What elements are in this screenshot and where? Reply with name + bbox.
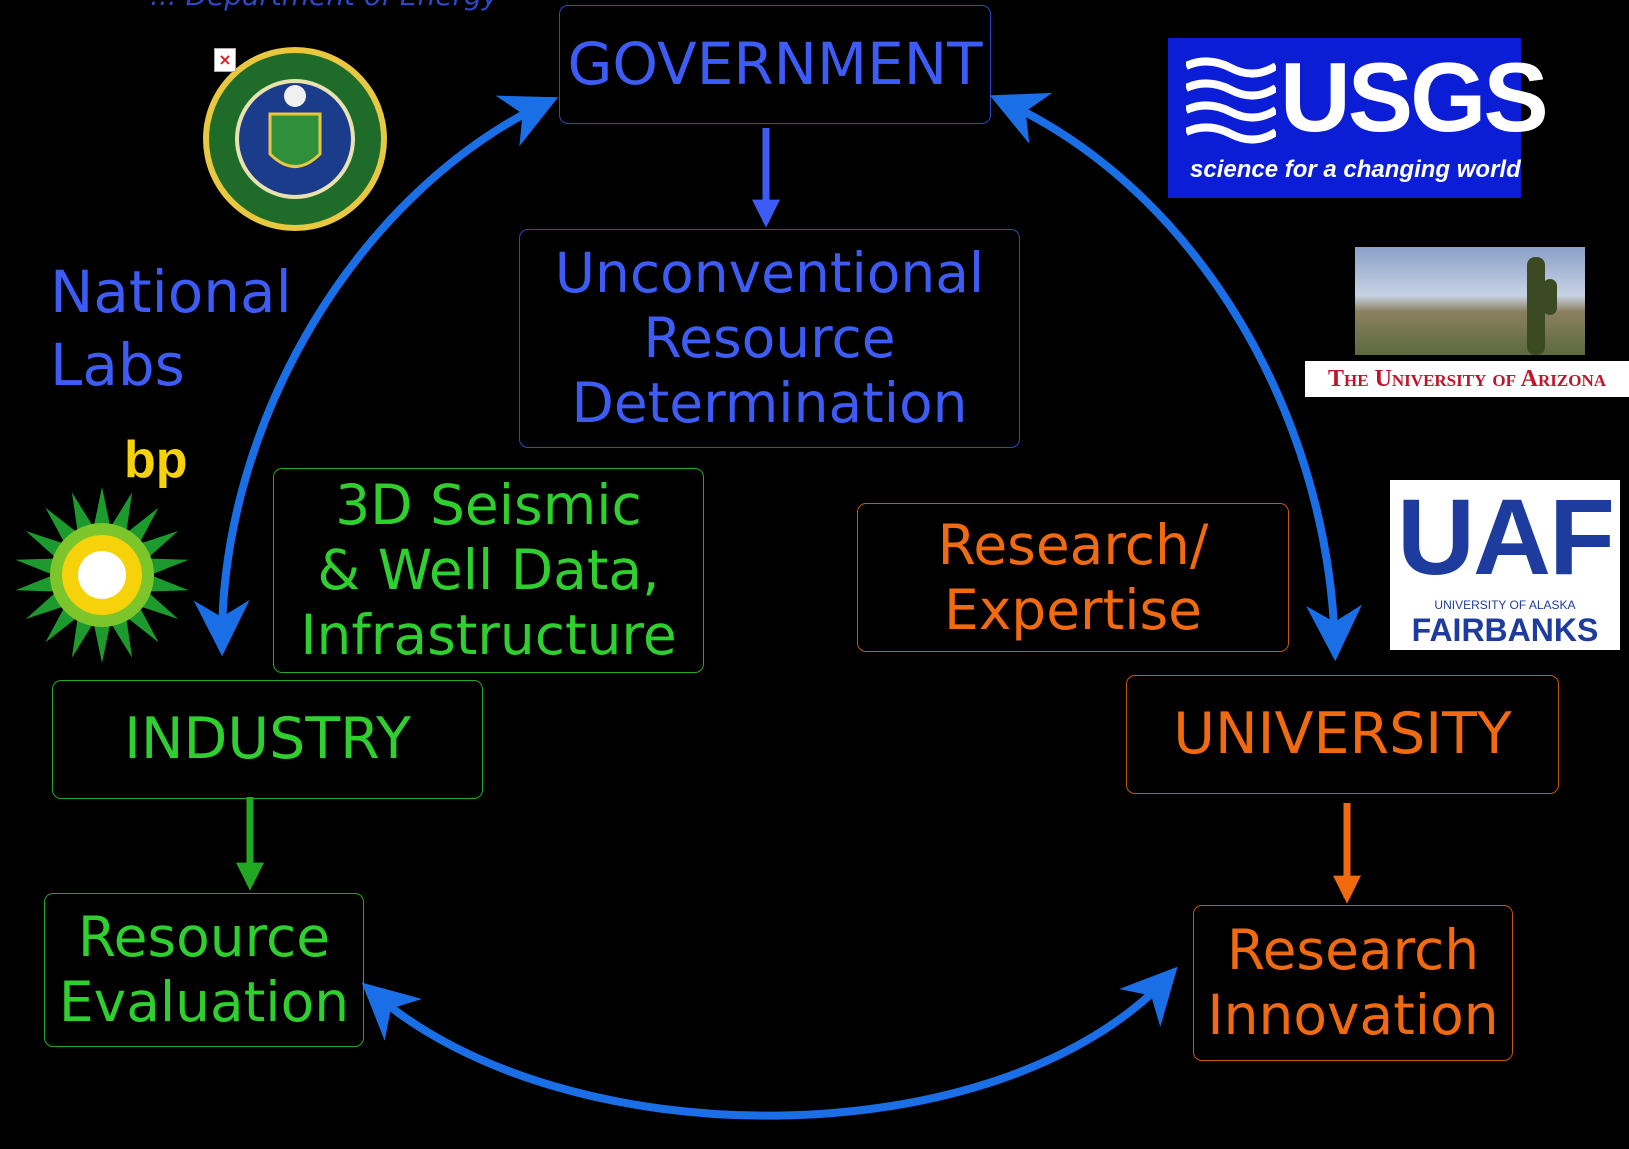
government-output-box: Unconventional Resource Determination (519, 229, 1020, 448)
doe-seal-icon (203, 47, 387, 231)
industry-input-label: 3D Seismic & Well Data, Infrastructure (300, 473, 677, 667)
saguaro-cactus-icon (1527, 257, 1545, 355)
usgs-logo: USGS science for a changing world (1168, 38, 1549, 198)
arizona-wordmark: The University of Arizona (1305, 361, 1629, 397)
uaf-fairbanks: FAIRBANKS (1411, 612, 1599, 648)
industry-output-label: Resource Evaluation (58, 905, 350, 1034)
industry-output-box: Resource Evaluation (44, 893, 364, 1047)
government-box: GOVERNMENT (559, 5, 991, 124)
industry-box: INDUSTRY (52, 680, 483, 799)
bp-logo: bp (12, 430, 212, 670)
usgs-waves-icon (1186, 57, 1276, 144)
uaf-subtitle: UNIVERSITY OF ALASKA (1434, 598, 1576, 612)
university-label: UNIVERSITY (1173, 700, 1512, 767)
bp-wordmark: bp (124, 431, 188, 489)
industry-input-box: 3D Seismic & Well Data, Infrastructure (273, 468, 704, 673)
national-labs-label: National Labs (50, 258, 292, 399)
saguaro-arm-icon (1543, 279, 1557, 315)
arizona-name: The University of Arizona (1328, 365, 1606, 392)
government-label: GOVERNMENT (567, 30, 983, 99)
arrow-government-university (989, 92, 1362, 662)
government-output-label: Unconventional Resource Determination (554, 241, 985, 435)
usgs-tagline: science for a changing world (1190, 156, 1521, 183)
broken-image-glyph: × (218, 50, 232, 69)
arrow-industry-university (361, 966, 1178, 1120)
arizona-saguaro-photo (1355, 247, 1585, 355)
university-input-label: Research/ Expertise (937, 512, 1209, 642)
arizona-logo: The University of Arizona (1305, 247, 1629, 397)
university-input-box: Research/ Expertise (857, 503, 1289, 652)
industry-label: INDUSTRY (124, 705, 411, 772)
doe-seal-logo: × (200, 44, 390, 234)
usgs-wordmark: USGS (1280, 42, 1549, 152)
university-box: UNIVERSITY (1126, 675, 1559, 794)
university-output-box: Research Innovation (1193, 905, 1513, 1061)
uaf-logo: UAF UNIVERSITY OF ALASKA FAIRBANKS (1390, 476, 1620, 650)
uaf-wordmark: UAF (1397, 476, 1615, 597)
broken-image-marker: × (214, 48, 236, 72)
university-output-label: Research Innovation (1207, 918, 1499, 1047)
bp-helios-icon (15, 487, 189, 663)
header-fragment: ... Department of Energy (150, 0, 498, 13)
arrow-government-industry (193, 95, 559, 657)
